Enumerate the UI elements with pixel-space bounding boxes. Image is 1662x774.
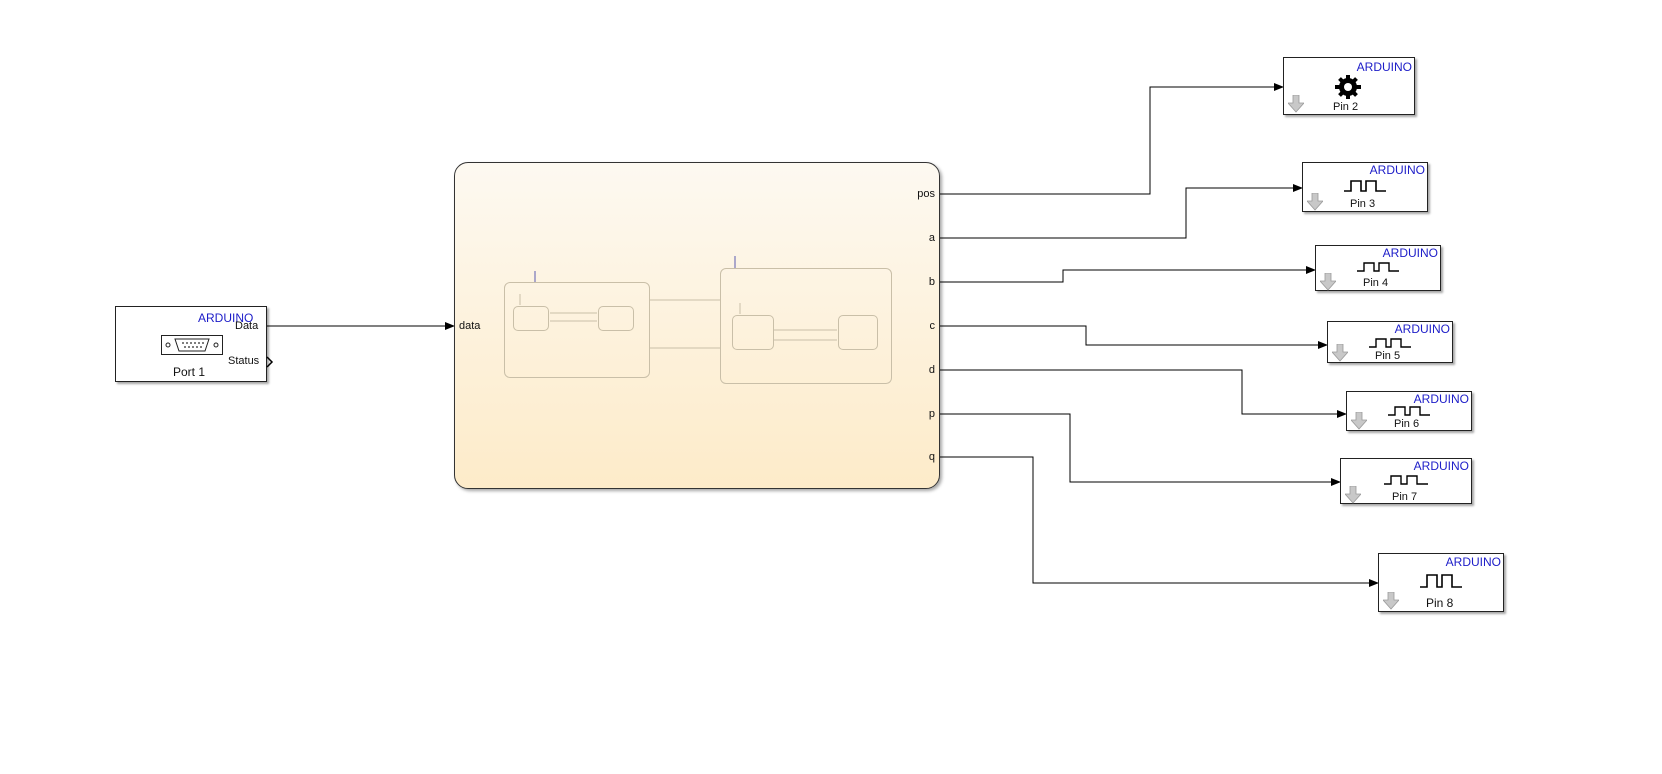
pin-5-brand: ARDUINO	[1394, 322, 1450, 336]
status-port-arrow-icon	[266, 356, 274, 368]
pin-7-label: Pin 7	[1392, 491, 1418, 503]
pin-4-label: Pin 4	[1363, 277, 1389, 289]
serial-block-brand: ARDUINO	[198, 311, 254, 325]
down-arrow-icon	[1332, 344, 1348, 362]
signal-line-p[interactable]	[940, 413, 1341, 486]
gear-icon	[1335, 75, 1361, 99]
chart-substate	[598, 306, 634, 331]
stateflow-chart-block[interactable]: data pos a b c d p q	[454, 162, 940, 489]
serial-output-data-label: Data	[235, 320, 259, 332]
pin-8-pwm-block[interactable]: ARDUINO Pin 8	[1378, 553, 1504, 612]
signal-line-pos[interactable]	[940, 83, 1284, 195]
signal-line-b[interactable]	[940, 266, 1316, 283]
chart-output-b-label: b	[928, 276, 935, 288]
signal-line-q[interactable]	[940, 456, 1379, 587]
pin-3-label: Pin 3	[1350, 198, 1376, 210]
pin-4-brand: ARDUINO	[1382, 246, 1438, 260]
pin-2-servo-block[interactable]: ARDUINO Pin 2	[1283, 57, 1415, 115]
down-arrow-icon	[1345, 486, 1361, 504]
chart-output-c-label: c	[929, 320, 936, 332]
pin-4-pwm-block[interactable]: ARDUINO Pin 4	[1315, 245, 1441, 291]
pin-5-pwm-block[interactable]: ARDUINO Pin 5	[1327, 321, 1453, 363]
pin-2-label: Pin 2	[1333, 101, 1359, 113]
down-arrow-icon	[1383, 592, 1399, 610]
chart-substate	[513, 306, 549, 331]
serial-port-label: Port 1	[173, 365, 206, 379]
pin-7-brand: ARDUINO	[1413, 459, 1469, 473]
down-arrow-icon	[1307, 193, 1323, 211]
chart-output-d-label: d	[928, 364, 935, 376]
pwm-wave-icon	[1369, 338, 1411, 348]
chart-state-right	[720, 268, 892, 384]
chart-substate	[732, 315, 774, 350]
pin-6-brand: ARDUINO	[1413, 392, 1469, 406]
down-arrow-icon	[1288, 95, 1304, 113]
chart-state-left	[504, 282, 650, 378]
pwm-wave-icon	[1420, 574, 1462, 588]
pin-3-brand: ARDUINO	[1369, 163, 1425, 177]
down-arrow-icon	[1320, 273, 1336, 291]
chart-substate	[838, 315, 878, 350]
serial-connector-icon	[161, 335, 223, 355]
pin-8-brand: ARDUINO	[1445, 555, 1501, 569]
pin-6-label: Pin 6	[1394, 418, 1420, 430]
chart-input-data-label: data	[459, 320, 481, 332]
serial-output-status-label: Status	[228, 355, 260, 367]
pin-7-pwm-block[interactable]: ARDUINO Pin 7	[1340, 458, 1472, 504]
down-arrow-icon	[1351, 412, 1367, 430]
chart-transitions-preview	[519, 256, 837, 349]
pin-6-pwm-block[interactable]: ARDUINO Pin 6	[1346, 391, 1472, 431]
signal-line-c[interactable]	[940, 325, 1328, 349]
chart-output-p-label: p	[928, 408, 935, 420]
pwm-wave-icon	[1384, 475, 1428, 485]
pin-5-label: Pin 5	[1375, 350, 1401, 362]
pwm-wave-icon	[1357, 262, 1399, 272]
serial-receive-block[interactable]: ARDUINO Data Status Port 1	[115, 306, 267, 382]
signal-line-d[interactable]	[940, 369, 1347, 418]
chart-output-a-label: a	[928, 232, 935, 244]
chart-output-q-label: q	[928, 451, 935, 463]
pin-8-label: Pin 8	[1426, 596, 1454, 610]
signal-line-a[interactable]	[940, 184, 1303, 239]
chart-output-pos-label: pos	[917, 188, 935, 200]
pwm-wave-icon	[1388, 406, 1430, 416]
pin-3-pwm-block[interactable]: ARDUINO Pin 3	[1302, 162, 1428, 212]
pwm-wave-icon	[1344, 180, 1386, 192]
pin-2-brand: ARDUINO	[1356, 60, 1412, 74]
